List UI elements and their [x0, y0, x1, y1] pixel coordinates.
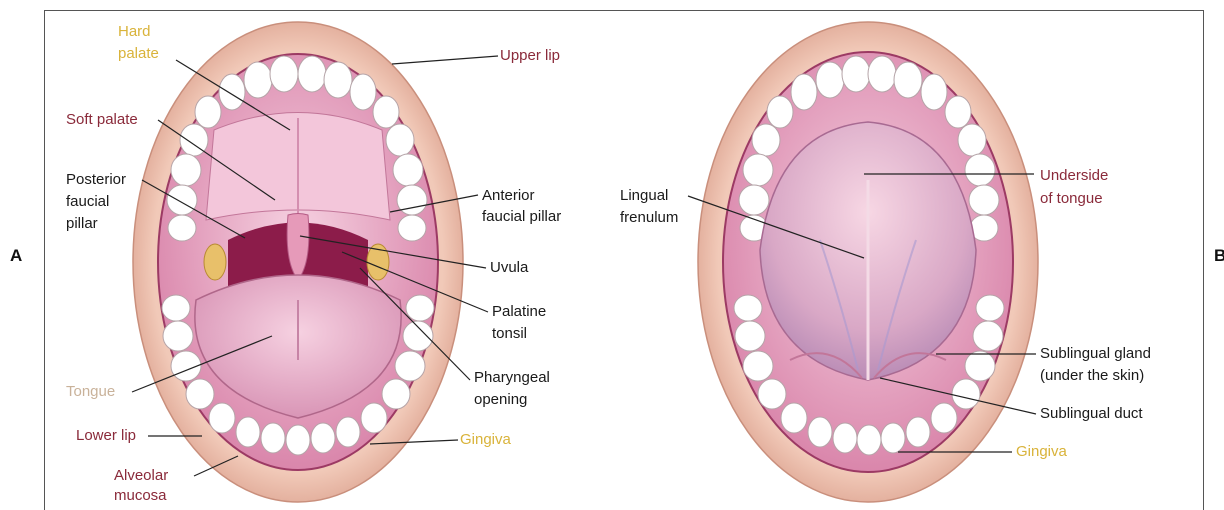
- label-posterior-line2: faucial: [66, 192, 109, 212]
- label-tongue: Tongue: [66, 382, 115, 402]
- label-lingual-line1: Lingual: [620, 186, 668, 206]
- label-soft-palate: Soft palate: [66, 110, 138, 130]
- label-sublingual-gland-line2: (under the skin): [1040, 366, 1144, 386]
- label-sublingual-gland-line1: Sublingual gland: [1040, 344, 1151, 364]
- label-palatine-line1: Palatine: [492, 302, 546, 322]
- label-gingiva-a: Gingiva: [460, 430, 511, 450]
- label-posterior-line3: pillar: [66, 214, 98, 234]
- label-lingual-line2: frenulum: [620, 208, 678, 228]
- label-alveolar-line2: mucosa: [114, 486, 167, 506]
- label-alveolar-line1: Alveolar: [114, 466, 168, 486]
- panel-letter-b: B: [1214, 246, 1224, 266]
- mouth-b: [698, 22, 1038, 502]
- label-gingiva-b: Gingiva: [1016, 442, 1067, 462]
- label-upper-lip: Upper lip: [500, 46, 560, 66]
- label-palatine-line2: tonsil: [492, 324, 527, 344]
- mouth-a-tonsil-left: [204, 244, 226, 280]
- mouth-a: [133, 22, 463, 502]
- label-hard-palate-line1: Hard: [118, 22, 151, 42]
- label-hard-palate-line2: palate: [118, 44, 159, 64]
- label-sublingual-duct: Sublingual duct: [1040, 404, 1143, 424]
- label-anterior-line2: faucial pillar: [482, 207, 561, 227]
- panel-letter-a: A: [10, 246, 22, 266]
- label-anterior-line1: Anterior: [482, 186, 535, 206]
- label-pharyngeal-line1: Pharyngeal: [474, 368, 550, 388]
- label-lower-lip: Lower lip: [76, 426, 136, 446]
- label-underside-line2: of tongue: [1040, 189, 1103, 209]
- label-posterior-line1: Posterior: [66, 170, 126, 190]
- label-pharyngeal-line2: opening: [474, 390, 527, 410]
- label-underside-line1: Underside: [1040, 166, 1108, 186]
- label-uvula: Uvula: [490, 258, 528, 278]
